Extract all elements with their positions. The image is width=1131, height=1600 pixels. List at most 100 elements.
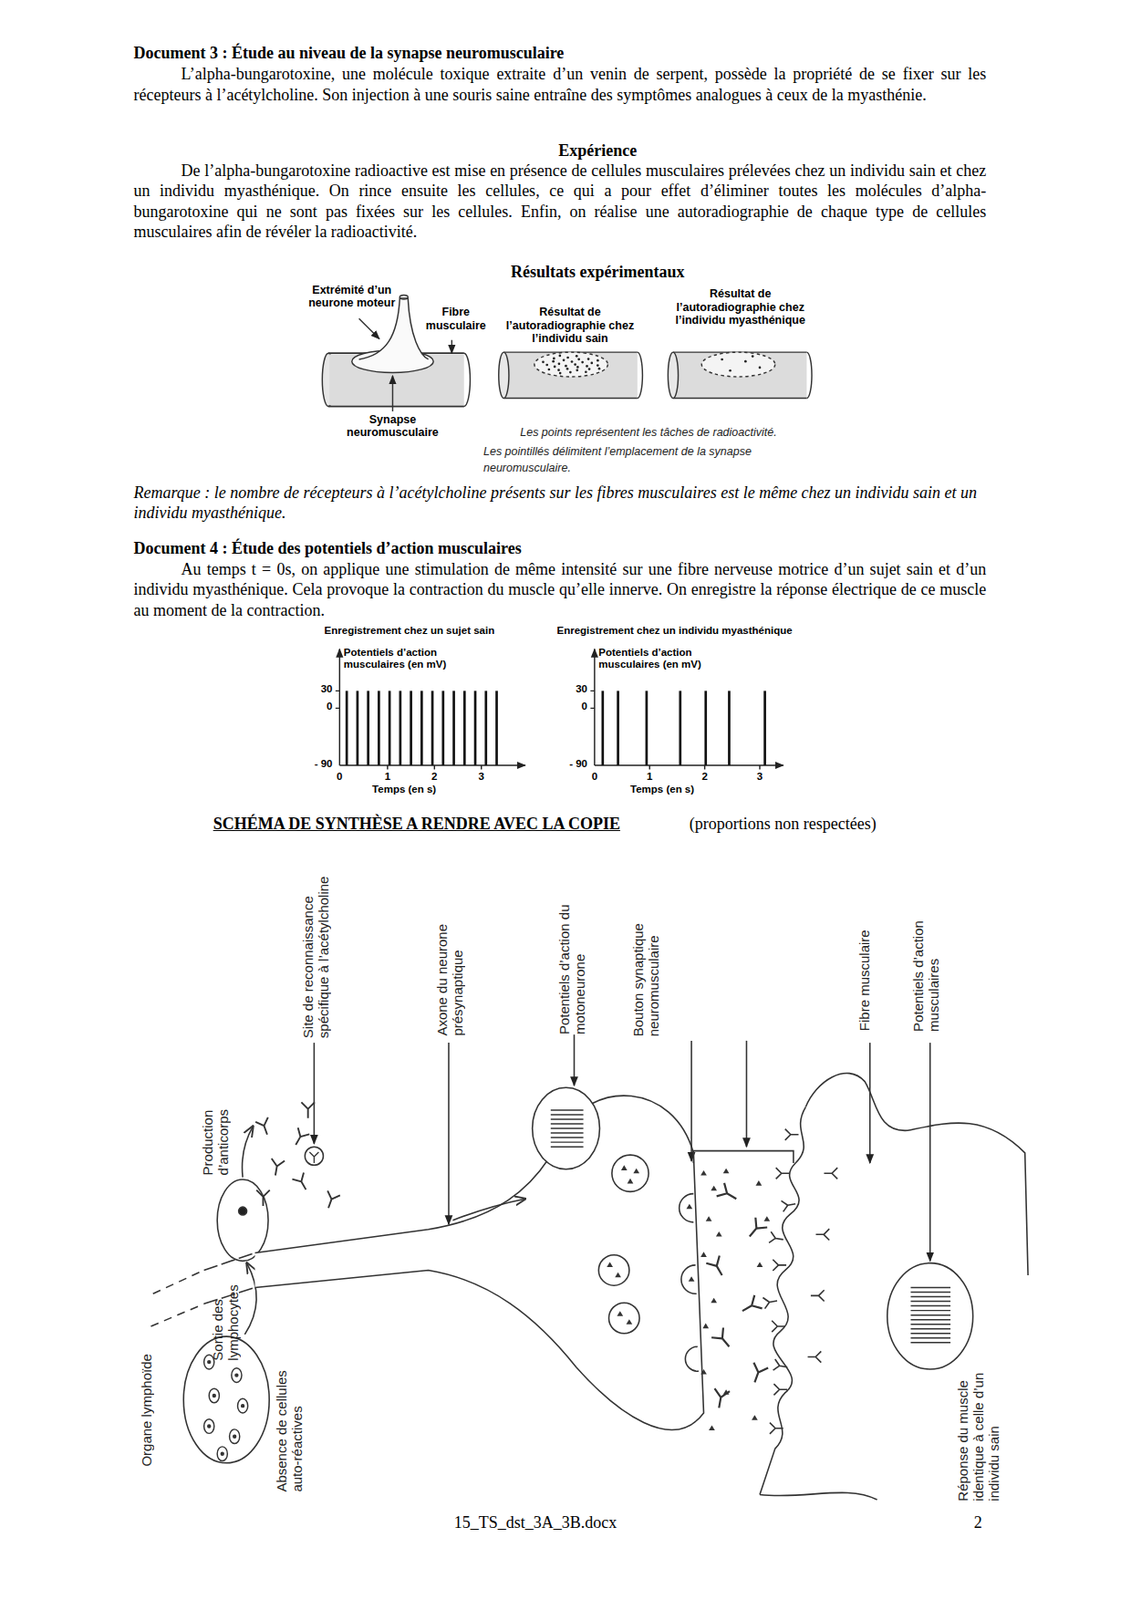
- axis-value: 0: [584, 770, 605, 783]
- synthesis-details: [235, 1373, 239, 1377]
- synthesis-details: [910, 1314, 951, 1316]
- synthesis-details: [204, 1419, 215, 1434]
- synthesis-details: [762, 1295, 779, 1309]
- axis-value: 30: [301, 683, 333, 696]
- chart-axes: [339, 649, 341, 766]
- autoradiography-fiber: [667, 352, 678, 398]
- radioactivity-dots: [545, 363, 549, 367]
- synthesis-details: [550, 1118, 584, 1120]
- synthesis-details: [808, 1350, 822, 1362]
- schema-label: Réponse du muscle identique à celle d’un…: [954, 1348, 1002, 1502]
- synthesis-drawing: [746, 1040, 748, 1147]
- synthesis-details: [710, 1297, 717, 1304]
- radioactivity-dots: [569, 371, 572, 374]
- synthesis-details: [550, 1109, 584, 1111]
- synthesis-details: [771, 1320, 786, 1332]
- action-potential-spikes: [678, 690, 682, 766]
- synapse-figure: [359, 318, 380, 339]
- synthesis-drawing: [255, 1095, 705, 1430]
- synthesis-details: [700, 1251, 707, 1257]
- synthesis-details: [207, 1424, 211, 1428]
- section-heading: Document 4 : Étude des potentiels d’acti…: [133, 538, 990, 560]
- section-heading: Document 3 : Étude au niveau de la synap…: [133, 42, 990, 64]
- radioactivity-dots: [564, 364, 568, 368]
- synthesis-details: [238, 1398, 249, 1413]
- action-potential-spikes: [704, 690, 707, 766]
- synthesis-details: [723, 1168, 730, 1174]
- chart-axes: [335, 690, 482, 769]
- autoradiography-fiber: [673, 352, 807, 398]
- axis-value: 3: [471, 770, 492, 783]
- radioactivity-dots: [558, 363, 561, 366]
- radioactivity-dots: [596, 359, 600, 363]
- synthesis-details: [255, 1117, 274, 1137]
- synthesis-details: [910, 1296, 951, 1298]
- synthesis-details: [910, 1318, 951, 1320]
- synthesis-details: [627, 1178, 634, 1184]
- action-potential-spikes: [484, 690, 488, 766]
- synthesis-details: [632, 1168, 640, 1174]
- radioactivity-dots: [541, 354, 761, 375]
- synthesis-drawing: [452, 1198, 525, 1220]
- axis-value: 2: [694, 770, 715, 783]
- synthesis-details: [756, 1180, 763, 1186]
- synthesis-drawing: [609, 1302, 641, 1334]
- synthesis-details: [768, 1231, 785, 1246]
- axis-value: 2: [424, 770, 445, 783]
- radioactivity-dots: [553, 365, 557, 369]
- synthesis-drawing: [805, 1072, 1028, 1276]
- synthesis-details: [212, 1394, 216, 1398]
- synthesis-drawing: [887, 1263, 974, 1370]
- schema-label: Production d’anticorps: [199, 1093, 231, 1175]
- radioactivity-dots: [576, 365, 580, 369]
- radioactivity-dots: [575, 368, 579, 372]
- synthesis-drawing: [242, 1126, 254, 1178]
- schema-label: Bouton synaptique neuromusculaire: [630, 895, 662, 1037]
- action-potential-spikes: [601, 690, 604, 766]
- synthesis-drawing: [693, 1151, 794, 1163]
- legend-note: Les pointillés délimitent l’emplacement …: [483, 443, 839, 477]
- synthesis-details: [606, 1262, 613, 1268]
- chart-axes: [593, 649, 595, 766]
- autoradiography-fiber: [701, 352, 776, 377]
- synthesis-details: [823, 1167, 838, 1179]
- autoradiography-fiber: [534, 352, 609, 377]
- autoradiography-fiber: [498, 352, 812, 398]
- axis-value: 3: [749, 770, 770, 783]
- radioactivity-dots: [577, 358, 581, 362]
- synthesis-details: [269, 1158, 285, 1177]
- axis-value: 0: [329, 770, 350, 783]
- synthesis-details: [550, 1131, 584, 1133]
- chart-axes: [594, 764, 784, 766]
- synthesis-details: [910, 1341, 951, 1343]
- synthesis-details: [241, 1404, 245, 1408]
- radioactivity-dots: [728, 369, 732, 373]
- axis-title: Potentiels d’action musculaires (en mV): [343, 646, 457, 671]
- radioactivity-dots: [590, 362, 593, 365]
- synthesis-details: [910, 1291, 951, 1293]
- axis-value: - 90: [295, 757, 333, 770]
- radioactivity-dots: [559, 372, 562, 375]
- synthesis-details: [910, 1328, 951, 1329]
- radioactivity-dots: [570, 360, 574, 364]
- axis-value: 0: [556, 700, 588, 713]
- synthesis-details: [700, 1369, 707, 1375]
- action-potential-spikes: [452, 690, 456, 766]
- synthesis-drawing: [573, 1034, 576, 1086]
- radioactivity-dots: [559, 354, 562, 358]
- action-potential-spikes: [420, 690, 424, 766]
- synthesis-details: [757, 1262, 764, 1268]
- synthesis-details: [910, 1309, 951, 1311]
- radioactivity-dots: [566, 356, 570, 360]
- synthesis-drawing: [869, 1042, 872, 1163]
- subheading: Expérience: [133, 140, 1061, 162]
- synthesis-details: [291, 1172, 312, 1193]
- synthesis-drawing: [447, 1042, 450, 1225]
- radioactivity-dots: [585, 364, 589, 368]
- synthesis-drawing: [679, 1193, 695, 1223]
- figure-label: Résultat de l’autoradiographie chez l’in…: [498, 305, 644, 346]
- radioactivity-dots: [596, 363, 600, 367]
- radioactivity-dots: [557, 368, 561, 372]
- schema-label: Absence de cellules auto-réactives: [273, 1357, 305, 1493]
- axis-title: Temps (en s): [630, 783, 723, 796]
